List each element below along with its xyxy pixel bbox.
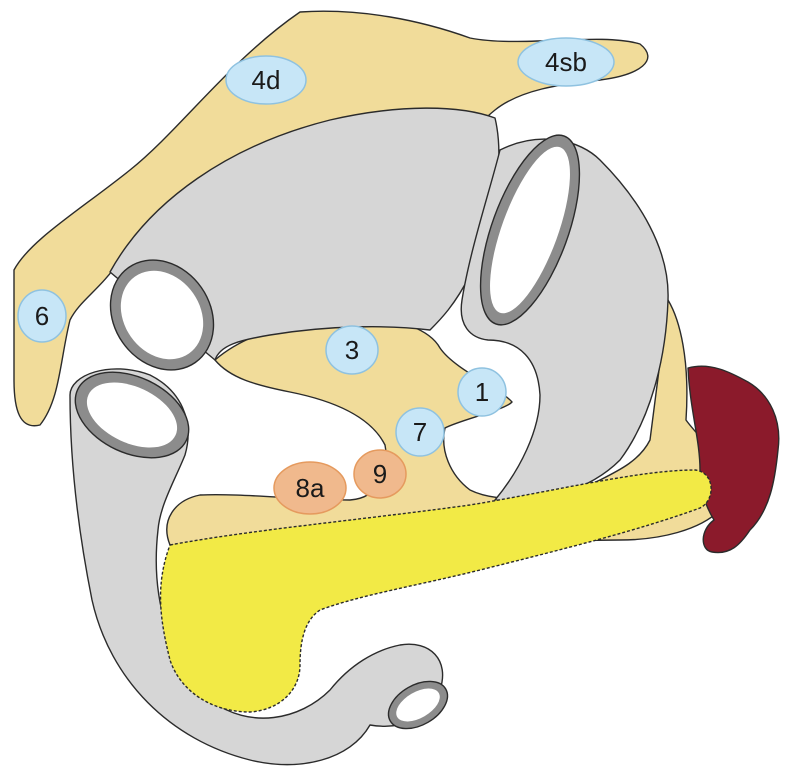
node-8a-label: 8a	[296, 473, 325, 503]
pancreas	[159, 469, 712, 713]
node-7-label: 7	[413, 417, 427, 447]
duodenum	[69, 368, 444, 766]
node-4sb: 4sb	[517, 37, 615, 87]
duodenum-cut-end	[74, 371, 190, 459]
node-7: 7	[395, 407, 445, 457]
node-6-label: 6	[35, 301, 49, 331]
node-9-label: 9	[373, 459, 387, 489]
spleen	[687, 365, 780, 554]
node-8a: 8a	[273, 461, 347, 515]
node-1: 1	[457, 367, 507, 417]
node-3: 3	[325, 325, 379, 375]
node-4d-label: 4d	[252, 65, 281, 95]
node-4d: 4d	[225, 55, 307, 105]
node-9: 9	[353, 449, 407, 499]
node-3-label: 3	[345, 335, 359, 365]
stomach-cut-end-left	[109, 259, 215, 371]
node-6: 6	[17, 289, 67, 343]
stomach-cut-end-right	[479, 134, 581, 326]
node-1-label: 1	[475, 377, 489, 407]
node-4sb-label: 4sb	[545, 47, 587, 77]
jejunum-cut-end	[387, 680, 449, 730]
